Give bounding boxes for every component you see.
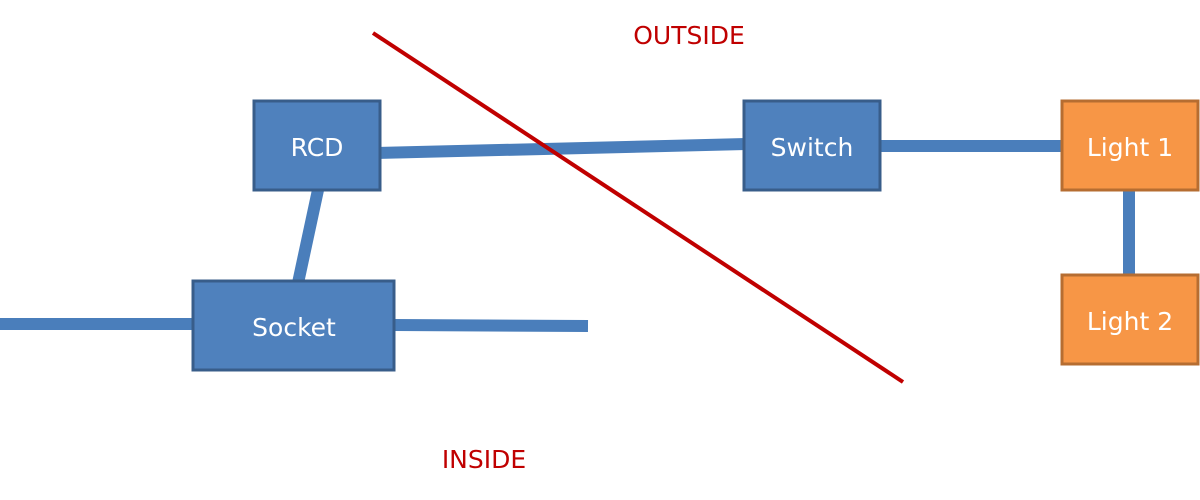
wire-rcd-switch [377,138,747,159]
node-light1[interactable]: Light 1 [1060,99,1200,192]
zone-label-outside: OUTSIDE [633,21,745,50]
zone-label-inside: INSIDE [442,445,526,474]
wire-rcd-socket [292,188,324,285]
inside-outside-divider [371,31,905,384]
node-socket-label: Socket [252,313,336,342]
node-light2-label: Light 2 [1087,307,1173,336]
node-light2[interactable]: Light 2 [1060,273,1200,366]
node-rcd[interactable]: RCD [252,99,382,192]
node-switch[interactable]: Switch [742,99,882,192]
node-socket[interactable]: Socket [191,279,396,372]
node-switch-label: Switch [771,133,854,162]
node-rcd-label: RCD [291,133,344,162]
wire-socket-out [393,319,589,332]
node-light1-label: Light 1 [1087,133,1173,162]
